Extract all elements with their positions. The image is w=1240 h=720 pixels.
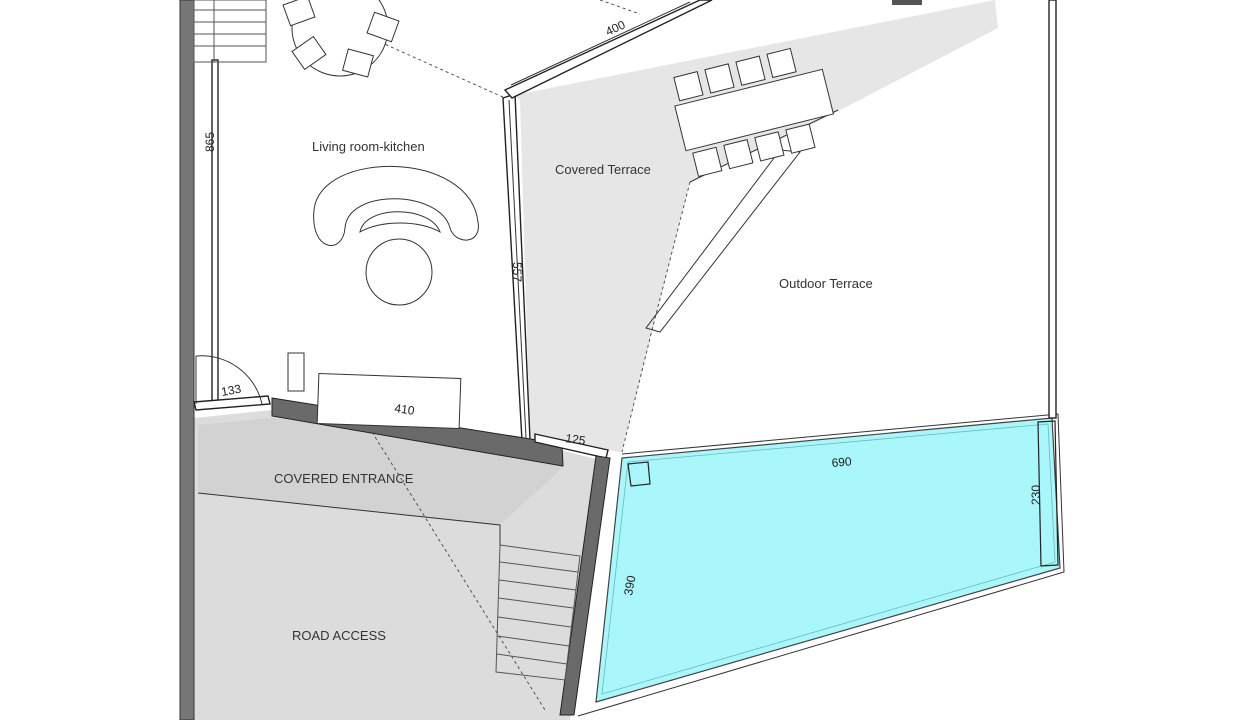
pool-inner-edge bbox=[601, 423, 1056, 695]
dimension-390: 390 bbox=[621, 574, 638, 596]
dimension-133: 133 bbox=[220, 382, 242, 399]
curved-sofa bbox=[313, 165, 479, 246]
dimension-690: 690 bbox=[831, 454, 852, 470]
entrance-edge bbox=[197, 492, 501, 545]
pool-deck-edge bbox=[577, 413, 1065, 717]
terrace-dining-set bbox=[673, 47, 835, 178]
dimension-230: 230 bbox=[1029, 485, 1043, 505]
living-room-dashed-boundary-2 bbox=[599, 0, 641, 15]
entrance-side-wall bbox=[559, 455, 611, 716]
coffee-table bbox=[359, 211, 441, 234]
dimension-410: 410 bbox=[394, 401, 416, 418]
lower-staircase bbox=[495, 544, 581, 681]
terrace-top-fixture bbox=[892, 0, 922, 5]
right-outer-wall bbox=[1048, 0, 1057, 419]
entrance-door-swing bbox=[195, 355, 263, 405]
dimension-557: 557 bbox=[510, 262, 524, 282]
entrance-dashed-line bbox=[371, 431, 546, 711]
covered-terrace-area bbox=[515, 0, 998, 452]
living-room-dashed-boundary bbox=[379, 41, 506, 99]
label-covered-terrace: Covered Terrace bbox=[555, 162, 651, 177]
round-ottoman bbox=[365, 238, 433, 306]
left-inner-wall bbox=[211, 59, 219, 406]
label-road-access: ROAD ACCESS bbox=[292, 628, 386, 643]
terrace-top-wall bbox=[503, 0, 713, 99]
pool-step bbox=[627, 461, 651, 487]
left-outer-wall bbox=[179, 0, 195, 720]
swimming-pool bbox=[595, 417, 1061, 703]
label-outdoor-terrace: Outdoor Terrace bbox=[779, 276, 873, 291]
dining-table-round bbox=[282, 0, 400, 78]
entrance-wall-133 bbox=[193, 395, 271, 411]
kitchen-appliance bbox=[287, 352, 305, 392]
dimension-125: 125 bbox=[565, 431, 587, 448]
label-covered-entrance: COVERED ENTRANCE bbox=[274, 471, 414, 486]
label-living-room: Living room-kitchen bbox=[312, 139, 425, 154]
dimension-865: 865 bbox=[203, 132, 217, 152]
kitchen-counter bbox=[316, 373, 462, 429]
pool-bench bbox=[1037, 420, 1059, 567]
upper-staircase bbox=[193, 0, 267, 63]
